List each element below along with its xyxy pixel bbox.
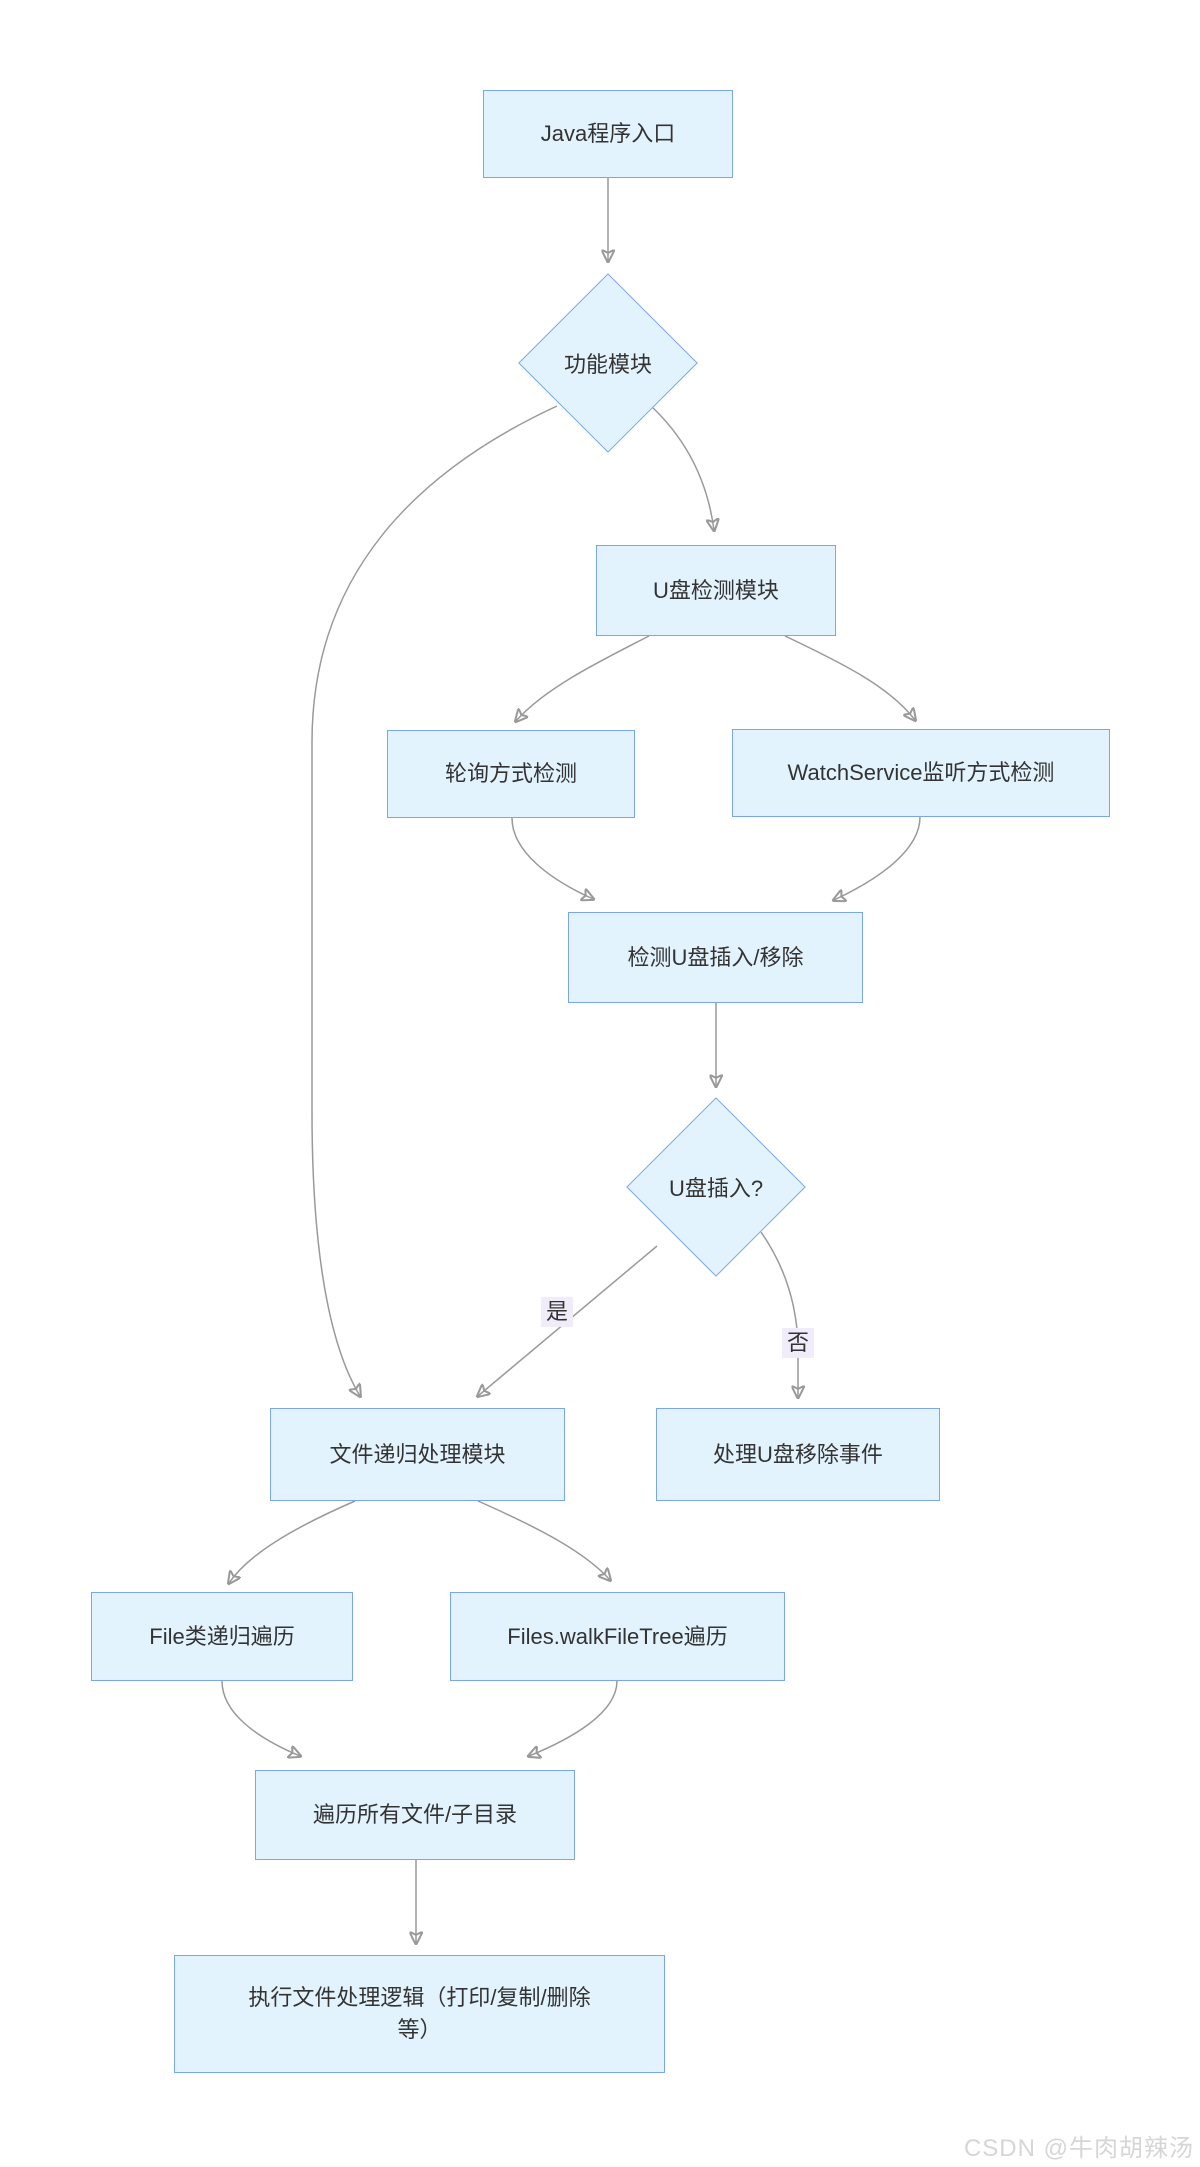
edge-label-yes: 是	[540, 1296, 574, 1328]
edge-watchservice-to-detect-event	[834, 816, 921, 900]
node-polling-detect: 轮询方式检测	[387, 730, 635, 818]
edge-walkfiletree-to-traverse-all	[529, 1680, 618, 1756]
edge-file-recursive-to-file-class	[229, 1500, 356, 1583]
decision-usb-inserted-label: U盘插入?	[668, 1176, 764, 1201]
node-traverse-all: 遍历所有文件/子目录	[255, 1770, 575, 1860]
edge-file-recursive-to-walkfiletree	[477, 1500, 610, 1580]
node-file-recursive-module: 文件递归处理模块	[270, 1408, 565, 1501]
edge-usb-detect-to-polling	[516, 635, 650, 721]
csdn-watermark: CSDN @牛肉胡辣汤	[963, 2135, 1194, 2162]
node-java-entry: Java程序入口	[483, 90, 733, 178]
node-handle-remove-event: 处理U盘移除事件	[656, 1408, 940, 1501]
edge-usb-detect-to-watchservice	[784, 635, 915, 720]
node-usb-detect-module-label: U盘检测模块	[653, 577, 779, 603]
node-polling-detect-label: 轮询方式检测	[444, 761, 577, 787]
node-file-class-traverse-label: File类递归遍历	[149, 1623, 295, 1649]
node-detect-insert-remove: 检测U盘插入/移除	[568, 912, 863, 1003]
node-watchservice-detect: WatchService监听方式检测	[732, 729, 1110, 817]
node-file-recursive-module-label: 文件递归处理模块	[329, 1441, 506, 1467]
decision-function-module-label: 功能模块	[563, 352, 652, 377]
node-java-entry-label: Java程序入口	[540, 121, 676, 147]
edge-label-no: 否	[781, 1327, 815, 1359]
node-walkfiletree-traverse: Files.walkFileTree遍历	[450, 1592, 785, 1681]
decision-function-module: 功能模块	[518, 273, 698, 453]
node-execute-logic-label: 执行文件处理逻辑（打印/复制/删除等）	[248, 1985, 591, 2042]
node-usb-detect-module: U盘检测模块	[596, 545, 836, 636]
edge-function-module-to-usb-detect	[650, 405, 714, 530]
edge-function-module-to-file-recursive	[311, 405, 558, 1396]
decision-usb-inserted: U盘插入?	[626, 1097, 806, 1277]
node-traverse-all-label: 遍历所有文件/子目录	[312, 1802, 518, 1828]
edge-polling-to-detect-event	[511, 817, 593, 899]
node-handle-remove-event-label: 处理U盘移除事件	[713, 1441, 883, 1467]
node-watchservice-detect-label: WatchService监听方式检测	[787, 760, 1055, 786]
node-detect-insert-remove-label: 检测U盘插入/移除	[627, 944, 804, 970]
node-execute-logic: 执行文件处理逻辑（打印/复制/删除等）	[174, 1955, 665, 2073]
node-file-class-traverse: File类递归遍历	[91, 1592, 353, 1681]
edge-file-class-to-traverse-all	[221, 1680, 300, 1756]
node-walkfiletree-traverse-label: Files.walkFileTree遍历	[507, 1623, 728, 1649]
